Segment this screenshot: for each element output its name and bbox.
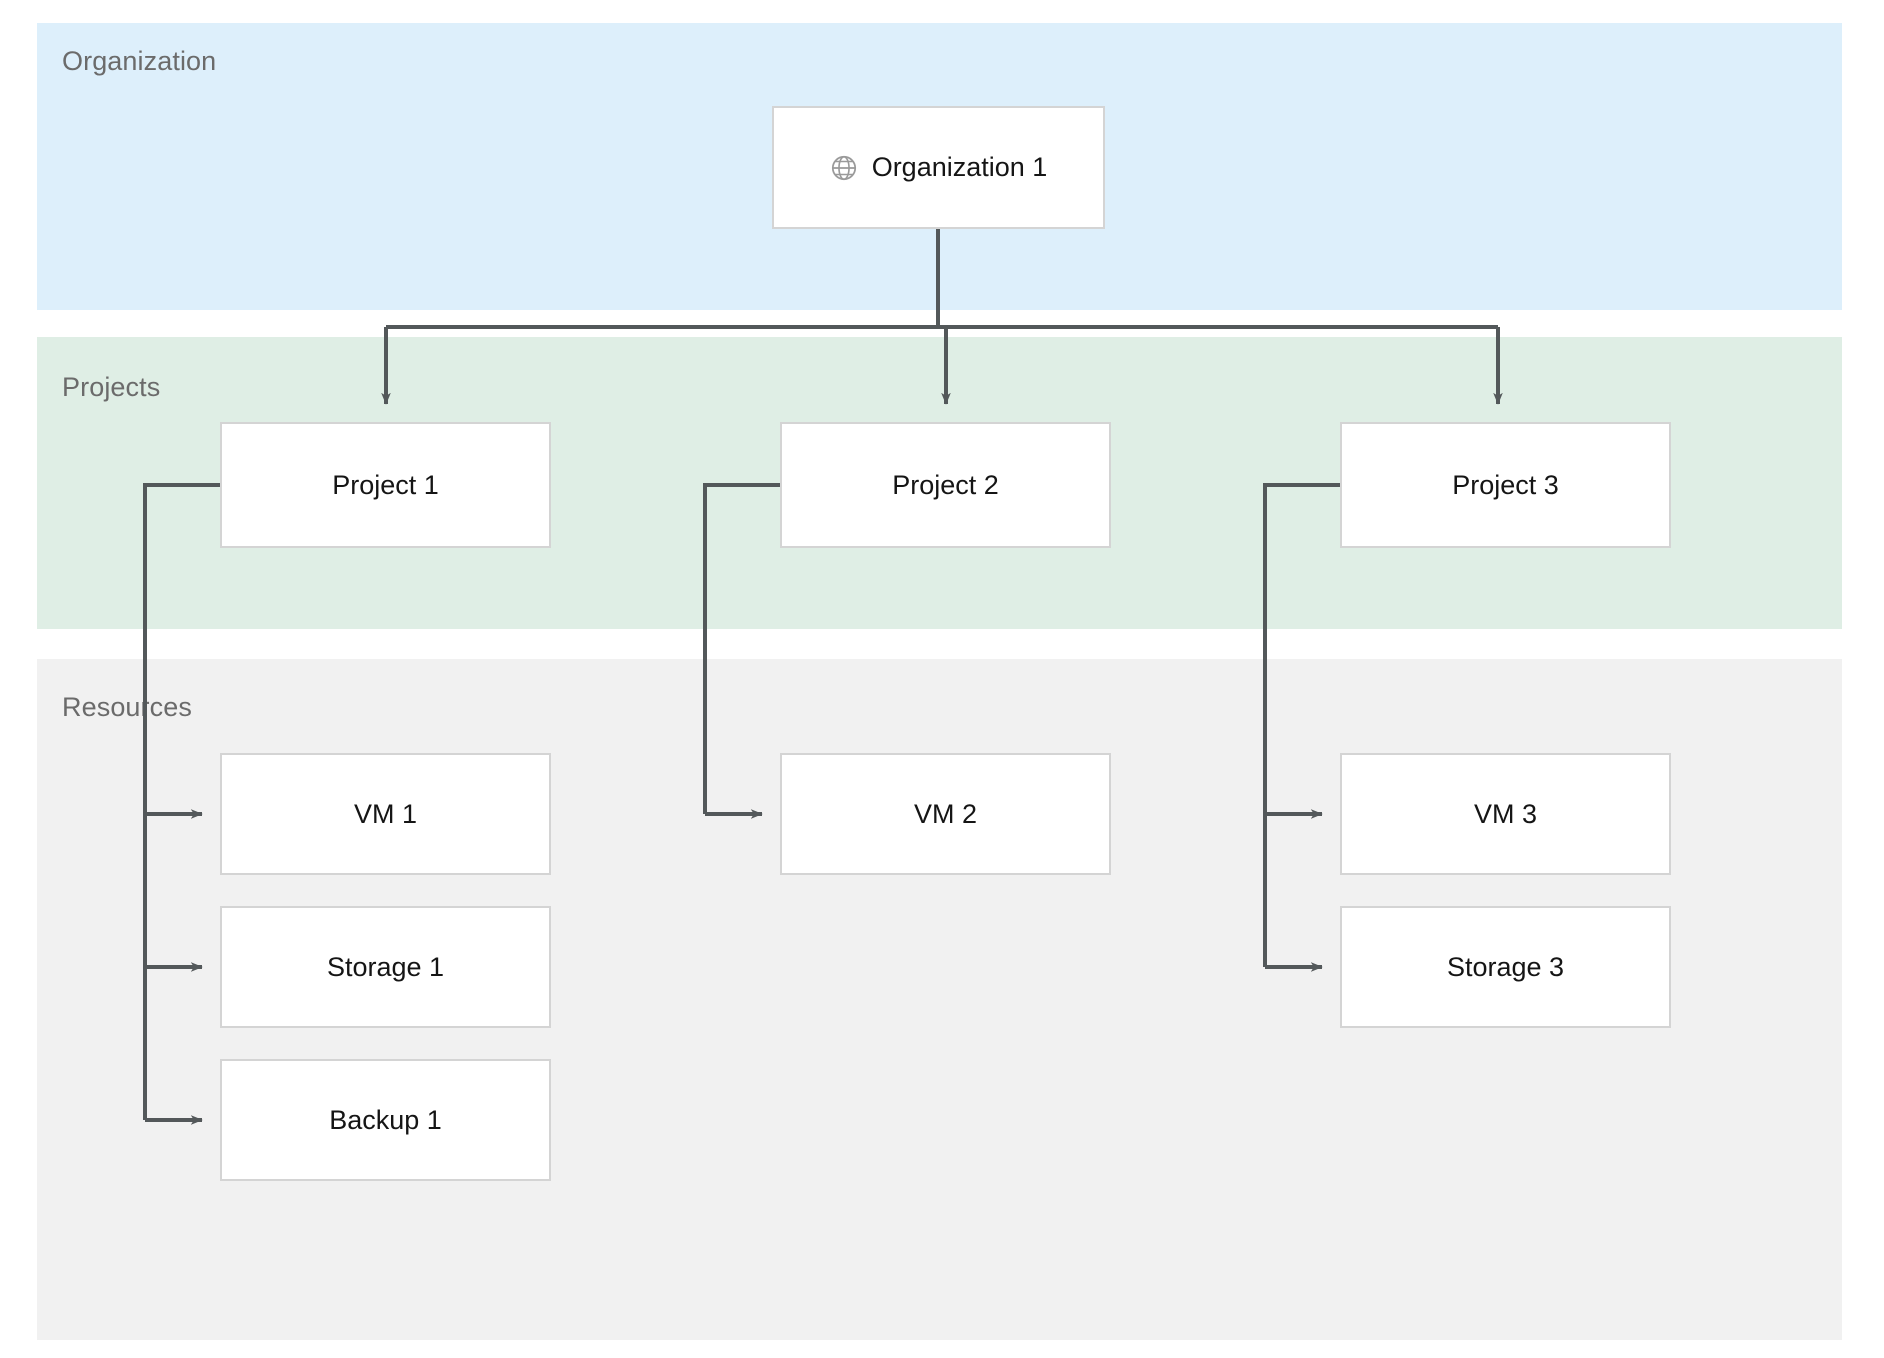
- node-project-1[interactable]: Project 1: [220, 422, 551, 548]
- node-label: Organization 1: [871, 152, 1048, 182]
- band-label-projects: Projects: [62, 372, 161, 402]
- node-vm-3[interactable]: VM 3: [1340, 753, 1671, 875]
- node-label: Project 2: [892, 469, 999, 500]
- node-storage-1[interactable]: Storage 1: [220, 906, 551, 1028]
- node-label: VM 2: [913, 798, 978, 829]
- node-label: Storage 3: [1446, 951, 1565, 982]
- node-storage-3[interactable]: Storage 3: [1340, 906, 1671, 1028]
- node-label: Storage 1: [326, 951, 445, 982]
- node-project-2[interactable]: Project 2: [780, 422, 1111, 548]
- node-label: Backup 1: [329, 1104, 442, 1135]
- node-organization-1[interactable]: Organization 1: [772, 106, 1105, 229]
- node-project-3[interactable]: Project 3: [1340, 422, 1671, 548]
- globe-icon: [830, 154, 858, 182]
- node-vm-2[interactable]: VM 2: [780, 753, 1111, 875]
- node-label: VM 1: [353, 798, 418, 829]
- node-vm-1[interactable]: VM 1: [220, 753, 551, 875]
- node-label: VM 3: [1473, 798, 1538, 829]
- node-label: Project 3: [1452, 469, 1559, 500]
- node-label: Project 1: [332, 469, 439, 500]
- band-label-organization: Organization: [62, 46, 217, 76]
- band-label-resources: Resources: [62, 692, 192, 722]
- node-backup-1[interactable]: Backup 1: [220, 1059, 551, 1181]
